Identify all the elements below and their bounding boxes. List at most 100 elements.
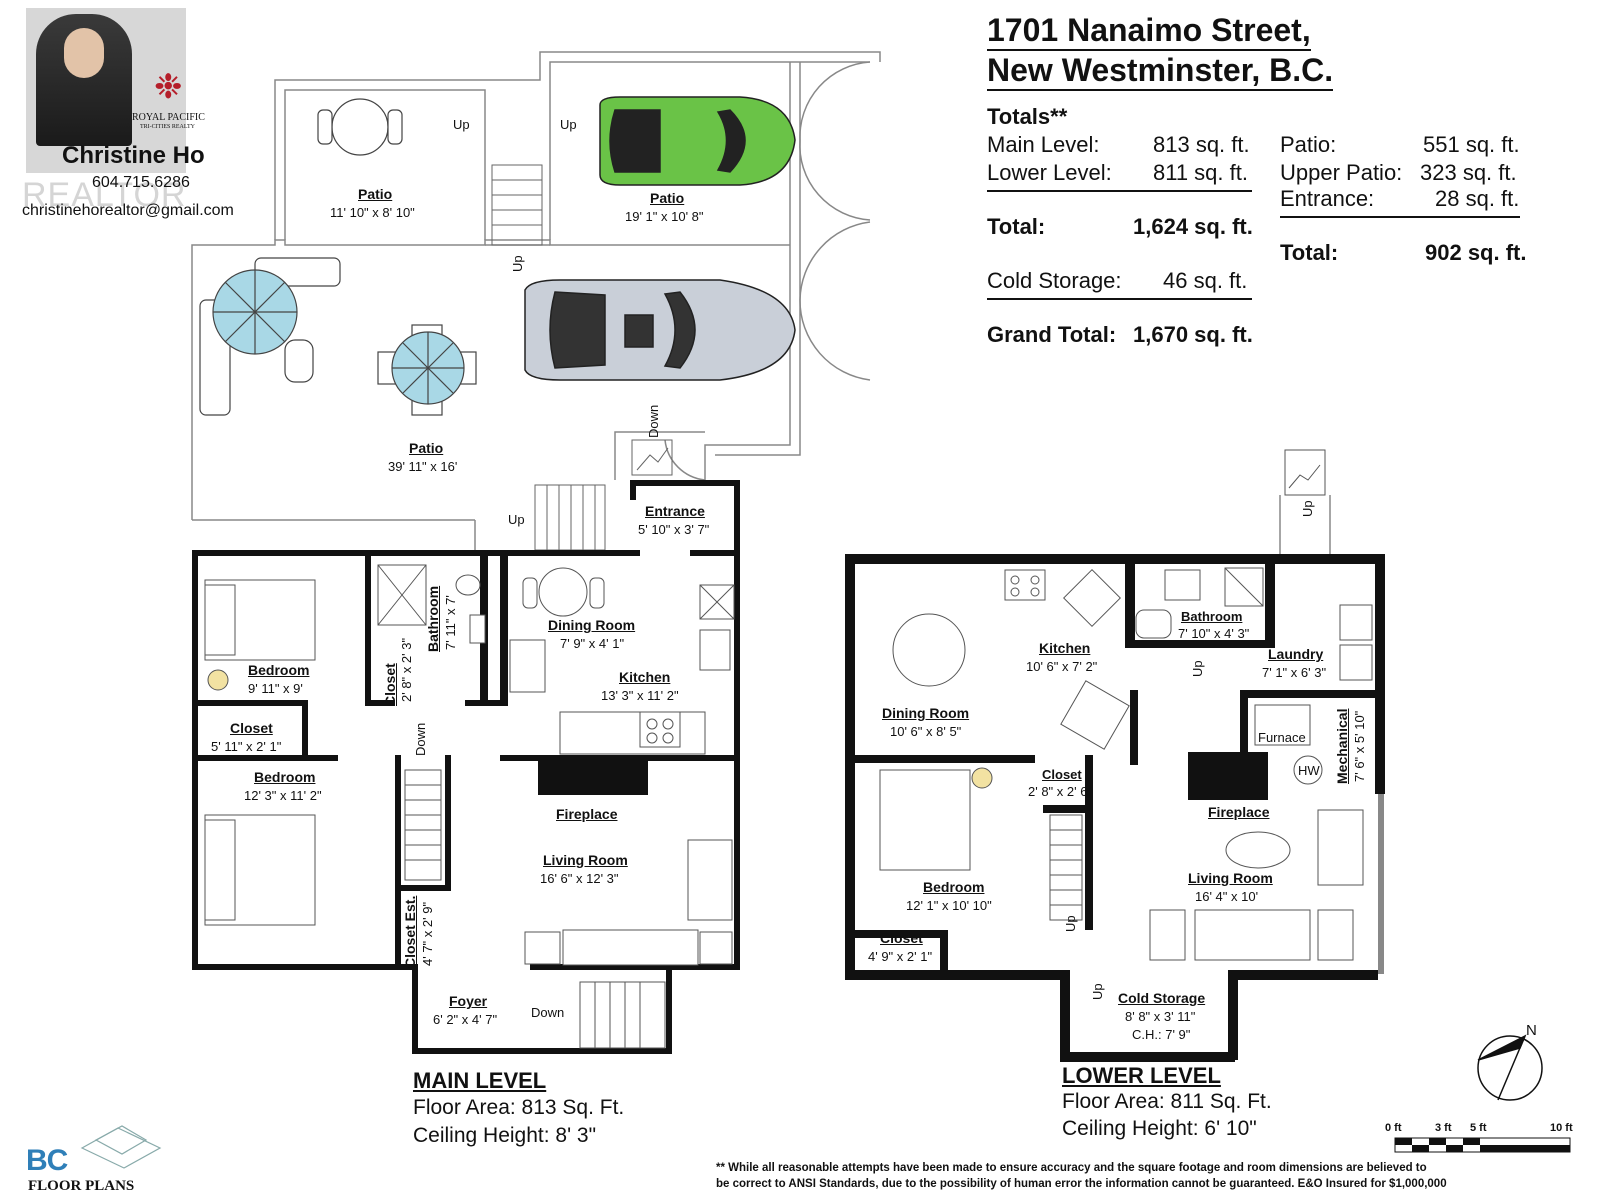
lower-up-label-1: Up (1300, 500, 1315, 517)
totals-rule-2 (987, 298, 1252, 300)
outdoor-total-label: Total: (1280, 240, 1339, 265)
patio-label: Patio: (1280, 132, 1337, 157)
patio-b-dims: 19' 1" x 10' 8" (625, 209, 704, 224)
lower-closet1-name: Closet (1042, 767, 1082, 782)
scale-bar (1394, 1137, 1571, 1153)
patio-b-name: Patio (650, 190, 685, 206)
lower-hw-name: HW (1298, 763, 1320, 778)
north-label: N (1526, 1022, 1537, 1039)
lower-kitchen-name: Kitchen (1039, 640, 1091, 656)
brokerage-subname: TRI-CITIES REALTY (140, 124, 195, 130)
main-entrance-dims: 5' 10" x 3' 7" (638, 522, 710, 537)
main-fireplace-name: Fireplace (556, 806, 618, 822)
scale-3: 3 ft (1435, 1122, 1452, 1134)
silver-car (524, 279, 796, 381)
maple-leaf-icon: ❉ (154, 68, 183, 106)
main-closet1-dims: 5' 11" x 2' 1" (211, 739, 282, 754)
up-label-3: Up (510, 255, 525, 272)
lower-level-label: Lower Level: (987, 160, 1112, 185)
patio-c-dims: 39' 11" x 16' (388, 459, 458, 474)
main-kitchen-name: Kitchen (619, 669, 671, 685)
up-label-4: Up (508, 512, 525, 527)
up-label-2: Up (560, 117, 577, 132)
lower-closet2-name: Closet (880, 930, 923, 946)
lower-living-name: Living Room (1188, 870, 1273, 886)
up-label-1: Up (453, 117, 470, 132)
agent-email: christinehorealtor@gmail.com (22, 202, 234, 219)
main-bedroom1-name: Bedroom (248, 662, 310, 678)
upper-patio-value: 323 sq. ft. (1420, 160, 1517, 185)
main-level-value: 813 sq. ft. (1153, 132, 1250, 157)
address-line-1: 1701 Nanaimo Street, (987, 12, 1311, 51)
lower-bedroom-dims: 12' 1" x 10' 10" (906, 898, 992, 913)
grand-total-value: 1,670 sq. ft. (1133, 322, 1253, 347)
lower-level-ceiling: Ceiling Height: 6' 10" (1062, 1117, 1257, 1140)
main-dining-name: Dining Room (548, 617, 636, 633)
lower-bathroom-dims: 7' 10" x 4' 3" (1178, 626, 1250, 641)
entrance-label: Entrance: (1280, 186, 1375, 211)
patio-a-name: Patio (358, 186, 393, 202)
patio-furniture (199, 98, 477, 416)
disclaimer-line-1: ** While all reasonable attempts have be… (716, 1162, 1427, 1174)
patio-a-dims: 11' 10" x 8' 10" (330, 205, 415, 220)
outdoor-outlines (191, 51, 881, 550)
lower-level-title: LOWER LEVEL (1062, 1063, 1221, 1088)
main-closet1-name: Closet (230, 720, 273, 736)
brokerage-name: ROYAL PACIFIC (132, 112, 205, 123)
address-line-2: New Westminster, B.C. (987, 52, 1334, 91)
lower-laundry-name: Laundry (1268, 646, 1324, 662)
lower-up-label-2: Up (1190, 660, 1205, 677)
lower-bathroom-name: Bathroom (1181, 609, 1243, 624)
patio-value: 551 sq. ft. (1423, 132, 1520, 157)
scale-0: 0 ft (1385, 1122, 1402, 1134)
lower-cold-storage-dims: 8' 8" x 3' 11" (1125, 1009, 1196, 1024)
north-arrow-icon (1477, 1034, 1543, 1101)
lower-laundry-dims: 7' 1" x 6' 3" (1262, 665, 1327, 680)
main-foyer-name: Foyer (449, 993, 488, 1009)
main-level-label: Main Level: (987, 132, 1100, 157)
down-label-1: Down (646, 404, 661, 438)
lower-up-label-4: Up (1090, 983, 1105, 1000)
main-closet-est-name: Closet Est. (402, 895, 418, 968)
logo-letters: BC (26, 1144, 68, 1177)
main-bedroom2-name: Bedroom (254, 769, 316, 785)
agent-card: ❉ ROYAL PACIFIC TRI-CITIES REALTY Christ… (22, 8, 272, 223)
main-closet2-dims: 2' 8" x 2' 3" (399, 637, 414, 702)
main-living-name: Living Room (543, 852, 628, 868)
totals-rule-3 (1280, 216, 1520, 218)
lower-closet1-dims: 2' 8" x 2' 6" (1028, 784, 1093, 799)
lower-level-value: 811 sq. ft. (1153, 160, 1248, 185)
lower-level-walls (845, 554, 1385, 1062)
lower-up-label-3: Up (1063, 915, 1078, 932)
lower-dining-dims: 10' 6" x 8' 5" (890, 724, 962, 739)
entrance-value: 28 sq. ft. (1435, 186, 1520, 211)
totals-rule-1 (987, 190, 1252, 192)
scale-5: 5 ft (1470, 1122, 1487, 1134)
logo-text: FLOOR PLANS (28, 1178, 135, 1194)
main-kitchen-dims: 13' 3" x 11' 2" (601, 688, 679, 703)
total-value: 1,624 sq. ft. (1133, 214, 1253, 239)
lower-fireplace-name: Fireplace (1208, 804, 1270, 820)
main-level-fixtures (204, 564, 735, 1049)
agent-name: Christine Ho (62, 142, 205, 169)
lower-level-floor-area: Floor Area: 811 Sq. Ft. (1062, 1090, 1272, 1113)
foyer-down-label: Down (531, 1005, 565, 1020)
main-living-dims: 16' 6" x 12' 3" (540, 871, 619, 886)
umbrella-2 (391, 331, 465, 405)
lower-kitchen-dims: 10' 6" x 7' 2" (1026, 659, 1098, 674)
main-level-walls (192, 480, 740, 1054)
lower-mechanical-dims: 7' 6" x 5' 10" (1352, 710, 1367, 782)
main-bedroom2-dims: 12' 3" x 11' 2" (244, 788, 322, 803)
patio-c-name: Patio (409, 440, 444, 456)
main-level-ceiling: Ceiling Height: 8' 3" (413, 1124, 597, 1147)
lower-dining-name: Dining Room (882, 705, 970, 721)
cold-storage-value: 46 sq. ft. (1163, 268, 1248, 293)
main-closet-est-dims: 4' 7" x 2' 9" (420, 901, 435, 966)
upper-stairs (491, 164, 673, 551)
lower-level-fixtures (879, 449, 1373, 961)
grand-total-label: Grand Total: (987, 322, 1117, 347)
main-level-title: MAIN LEVEL (413, 1068, 547, 1093)
lower-cold-storage-name: Cold Storage (1118, 990, 1206, 1006)
outdoor-total-value: 902 sq. ft. (1425, 240, 1527, 265)
